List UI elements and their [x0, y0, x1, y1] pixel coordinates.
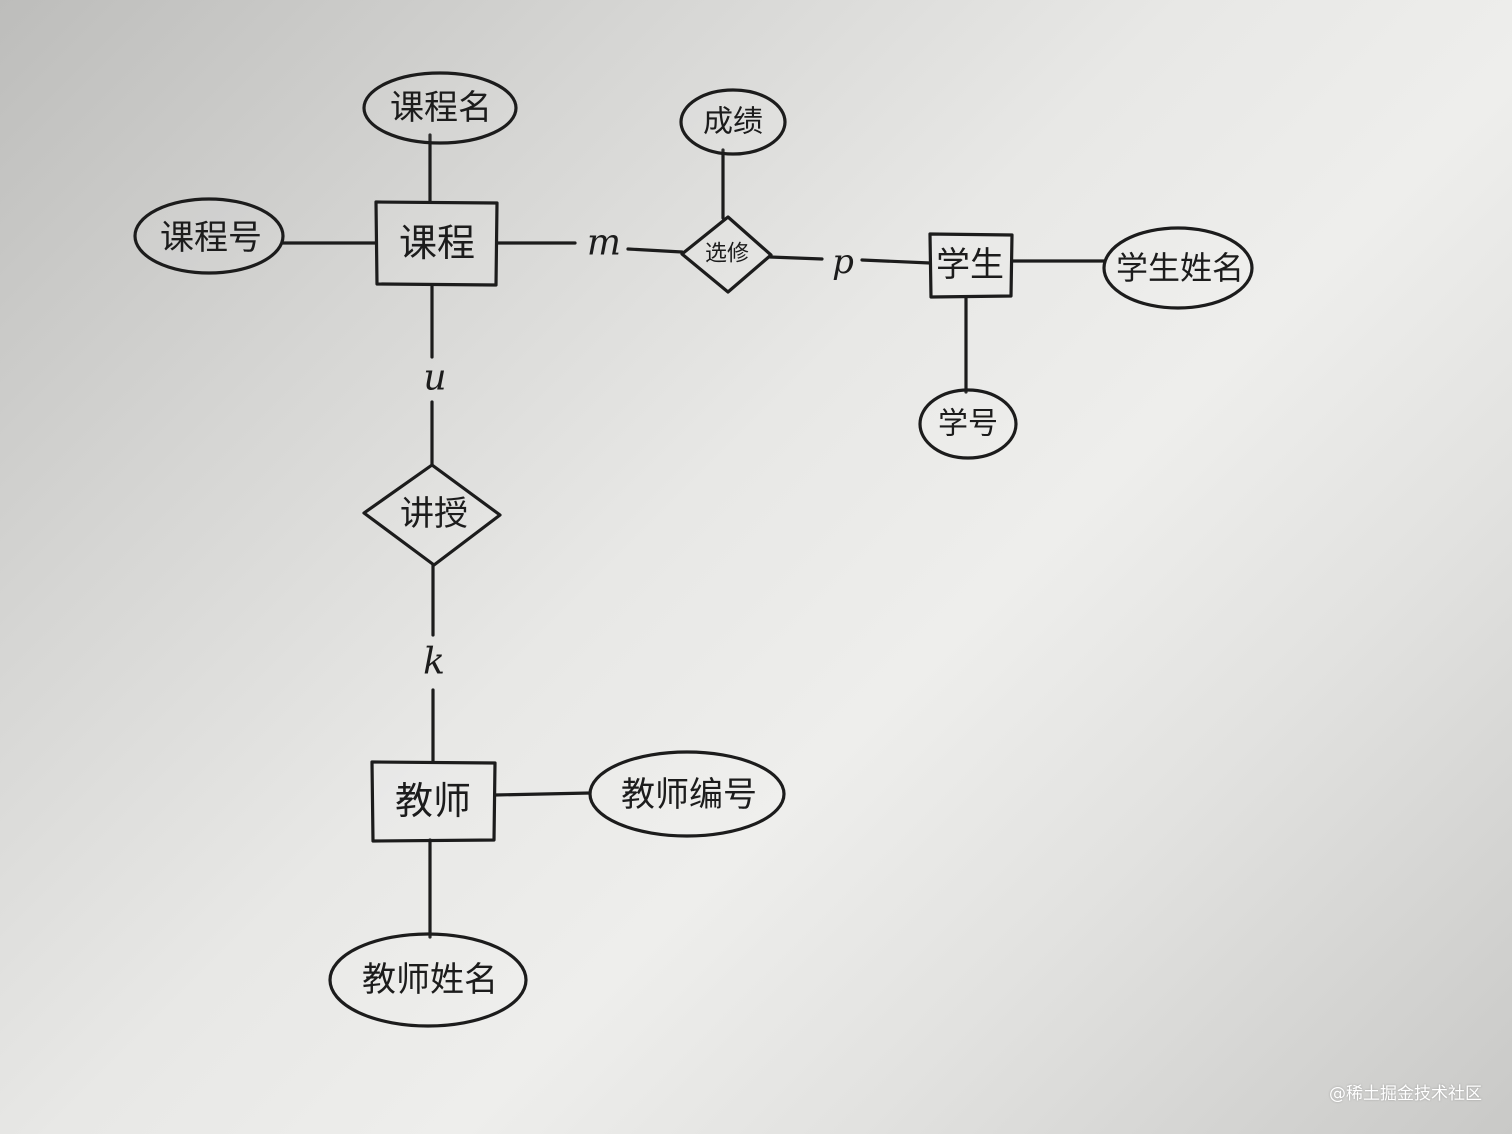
attribute-course-no: 课程号	[133, 197, 285, 275]
attribute-teacher-no: 教师编号	[588, 750, 786, 838]
connector-lines	[280, 133, 1107, 939]
cardinality-u: u	[423, 358, 446, 399]
attribute-course-name: 课程名	[362, 71, 518, 145]
line-select-p	[768, 255, 824, 261]
attribute-teacher-name: 教师姓名	[328, 932, 528, 1028]
cardinality-k: k	[423, 642, 445, 683]
line-p-student	[860, 258, 932, 265]
cardinality-p: p	[832, 242, 854, 282]
entity-student-label: 学生	[936, 245, 1004, 285]
attribute-teacher-no-label: 教师编号	[621, 775, 757, 815]
entity-student: 学生	[928, 232, 1014, 299]
attribute-student-no-label: 学号	[938, 407, 998, 442]
entity-course-label: 课程	[399, 221, 475, 265]
attribute-student-name: 学生姓名	[1102, 226, 1254, 310]
watermark-text: @稀土掘金技术社区	[1329, 1084, 1482, 1104]
attribute-course-no-label: 课程号	[160, 218, 262, 258]
line-teacher-teacherno	[493, 791, 592, 797]
cardinality-m: m	[587, 223, 621, 264]
attribute-grade-label: 成绩	[703, 105, 763, 140]
attribute-course-name-label: 课程名	[390, 88, 492, 128]
attribute-grade: 成绩	[679, 88, 787, 156]
entity-course: 课程	[374, 200, 499, 287]
entity-teacher-label: 教师	[395, 779, 471, 823]
relationship-teach-label: 讲授	[400, 494, 468, 534]
relationship-teach: 讲授	[362, 463, 502, 567]
attribute-student-name-label: 学生姓名	[1116, 249, 1244, 287]
relationship-select: 选修	[680, 215, 773, 294]
attribute-teacher-name-label: 教师姓名	[362, 960, 498, 1000]
line-m-select	[626, 247, 684, 254]
attribute-student-no: 学号	[918, 388, 1018, 460]
entity-teacher: 教师	[370, 760, 497, 843]
relationship-select-label: 选修	[705, 242, 749, 267]
